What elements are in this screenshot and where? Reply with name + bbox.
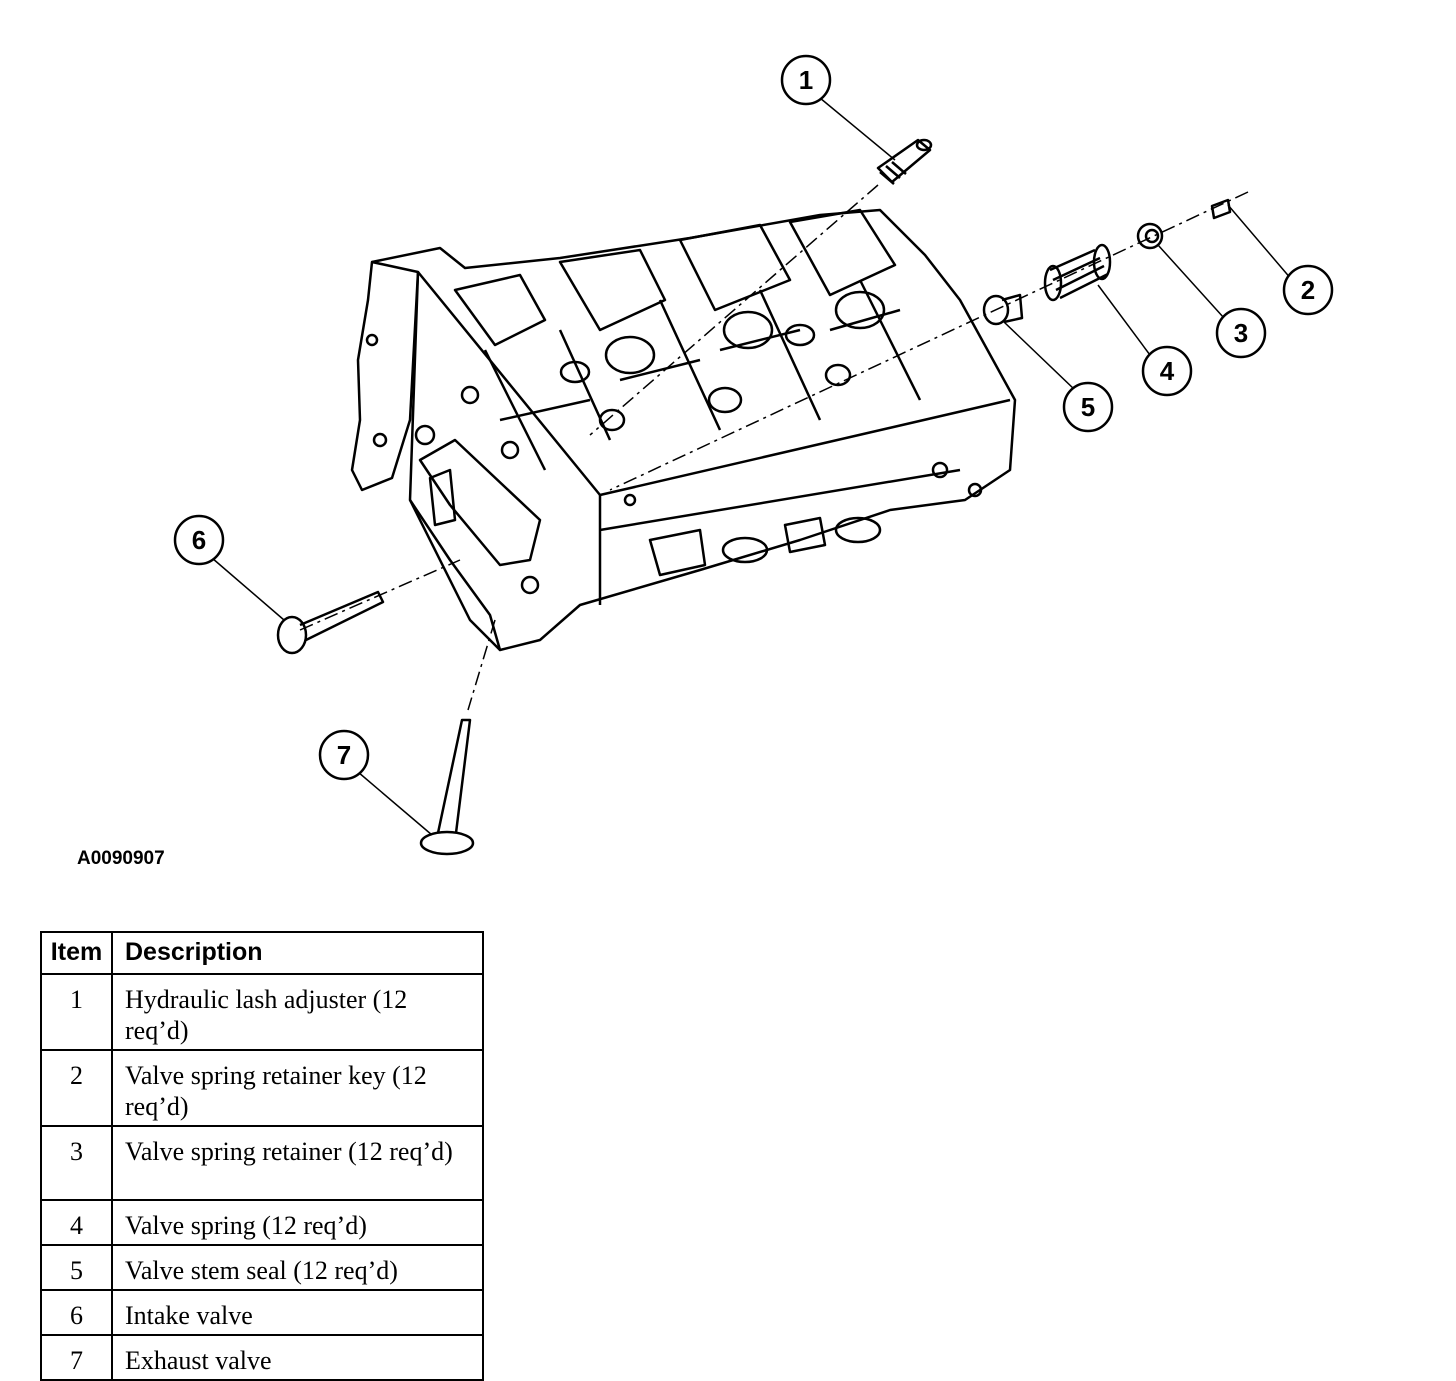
item-description: Valve spring retainer (12 req’d) (111, 1125, 484, 1201)
figure-id-label: A0090907 (77, 848, 165, 869)
callout-7: 7 (318, 729, 370, 781)
item-description: Valve spring retainer key (12 req’d) (111, 1049, 484, 1127)
table-row: 2 Valve spring retainer key (12 req’d) (40, 1049, 484, 1127)
intake-valve-part (276, 590, 385, 655)
description-column-header: Description (111, 931, 484, 975)
valve-stem-seal-part (982, 293, 1024, 326)
item-description: Hydraulic lash adjuster (12 req’d) (111, 973, 484, 1051)
callout-number: 7 (337, 740, 351, 770)
callout-number: 1 (799, 65, 813, 95)
item-number: 5 (40, 1244, 113, 1291)
valve-spring-part (1043, 243, 1112, 302)
item-number: 2 (40, 1049, 113, 1127)
table-header-row: Item Description (40, 931, 484, 975)
item-number: 1 (40, 973, 113, 1051)
table-row: 6 Intake valve (40, 1289, 484, 1336)
item-description: Intake valve (111, 1289, 484, 1336)
table-row: 4 Valve spring (12 req’d) (40, 1199, 484, 1246)
callout-number: 5 (1081, 392, 1095, 422)
item-description: Valve spring (12 req’d) (111, 1199, 484, 1246)
leader-lines (211, 97, 1293, 836)
retainer-key-part (1210, 198, 1232, 220)
item-number: 3 (40, 1125, 113, 1201)
item-description: Exhaust valve (111, 1334, 484, 1381)
item-description: Valve stem seal (12 req’d) (111, 1244, 484, 1291)
table-row: 1 Hydraulic lash adjuster (12 req’d) (40, 973, 484, 1051)
table-row: 5 Valve stem seal (12 req’d) (40, 1244, 484, 1291)
callout-6: 6 (173, 514, 225, 566)
spring-retainer-part (1136, 222, 1164, 250)
callout-number: 4 (1160, 356, 1175, 386)
callout-number: 6 (192, 525, 206, 555)
table-row: 3 Valve spring retainer (12 req’d) (40, 1125, 484, 1201)
item-number: 6 (40, 1289, 113, 1336)
callout-2: 2 (1282, 264, 1334, 316)
callout-4: 4 (1141, 345, 1193, 397)
callout-1: 1 (780, 54, 832, 106)
callout-3: 3 (1215, 307, 1267, 359)
exhaust-valve-part (419, 718, 475, 856)
lash-adjuster-part (876, 138, 933, 185)
callout-number: 3 (1234, 318, 1248, 348)
callout-5: 5 (1062, 381, 1114, 433)
table-row: 7 Exhaust valve (40, 1334, 484, 1381)
item-number: 4 (40, 1199, 113, 1246)
callout-number: 2 (1301, 275, 1315, 305)
cylinder-head (350, 208, 1017, 652)
item-column-header: Item (40, 931, 113, 975)
item-number: 7 (40, 1334, 113, 1381)
parts-legend-table: Item Description 1 Hydraulic lash adjust… (40, 931, 484, 1381)
exploded-view-diagram: 1 2 3 4 5 6 7 (173, 54, 1334, 856)
